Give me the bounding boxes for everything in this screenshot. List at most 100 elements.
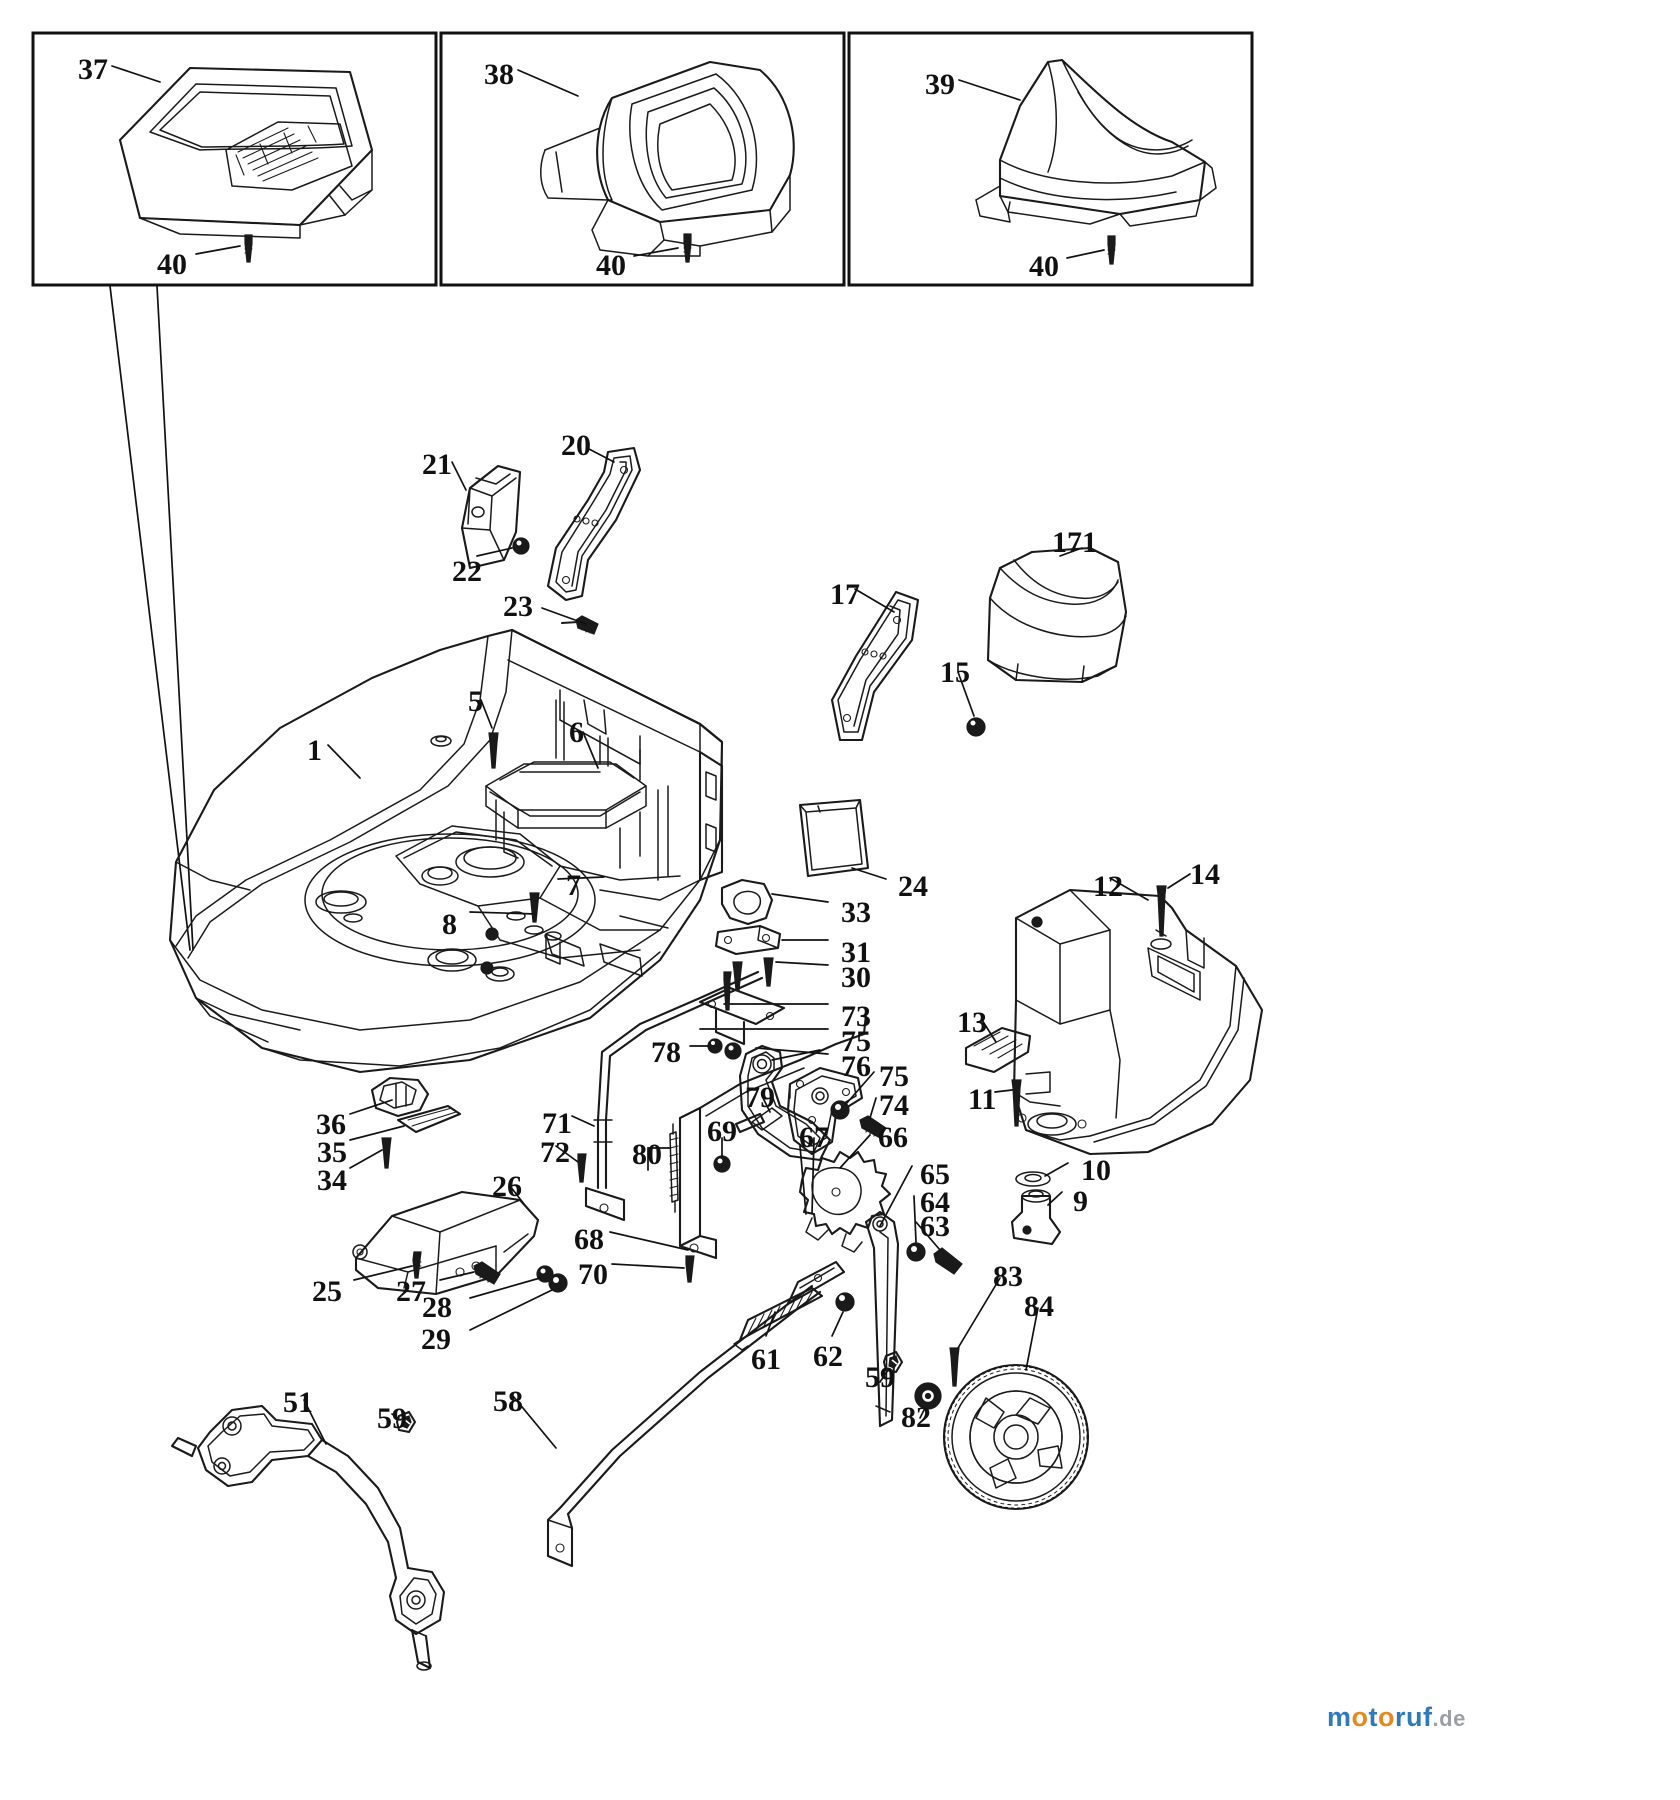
- callout-78: 78: [651, 1036, 681, 1069]
- leader-65: [879, 1165, 913, 1227]
- part-1-mower-deck: [168, 628, 724, 1074]
- leader-7: [557, 876, 605, 880]
- callout-37: 37: [78, 53, 108, 86]
- leader-29: [469, 1289, 553, 1331]
- leader-74: [869, 1097, 877, 1119]
- callout-1: 1: [307, 734, 322, 767]
- callout-7: 7: [566, 869, 581, 902]
- callout-27: 27: [396, 1275, 426, 1308]
- callout-59: 59: [377, 1402, 407, 1435]
- part-28-nut: [536, 1265, 554, 1283]
- callout-61: 61: [751, 1343, 781, 1376]
- callout-63: 63: [920, 1210, 950, 1243]
- callout-66: 66: [878, 1121, 908, 1154]
- leader-17: [854, 588, 895, 613]
- callout-11: 11: [968, 1083, 997, 1116]
- leader-64: [913, 1195, 917, 1243]
- part-12-wheel-housing: [1012, 888, 1264, 1156]
- callout-8: 8: [442, 908, 457, 941]
- leader-35: [349, 1125, 405, 1141]
- part-75-washer-b: [830, 1100, 850, 1120]
- part-80-spring: [669, 1123, 679, 1213]
- part-39-engine-cover: [975, 58, 1217, 227]
- callout-171: 171: [1052, 526, 1097, 559]
- leader-24: [851, 867, 887, 880]
- callout-13: 13: [957, 1006, 987, 1039]
- callout-69: 69: [707, 1115, 737, 1148]
- callout-79: 79: [745, 1081, 775, 1114]
- part-22-pin: [512, 537, 530, 555]
- callout-15: 15: [940, 656, 970, 689]
- callout-74: 74: [879, 1089, 909, 1122]
- part-8-blade-bolts: [480, 927, 515, 982]
- part-36-clamp: [370, 1076, 430, 1118]
- part-71-rod: [584, 970, 764, 1222]
- callout-40: 40: [157, 248, 187, 281]
- callout-75: 75: [841, 1025, 871, 1058]
- leader-8: [469, 911, 537, 915]
- leader-21: [451, 461, 467, 491]
- leader-71: [571, 1115, 595, 1127]
- leader-22: [476, 547, 513, 557]
- leader-27: [439, 1271, 475, 1281]
- part-171-cover: [986, 546, 1128, 684]
- part-24-cover-plate: [798, 798, 870, 878]
- callout-68: 68: [574, 1223, 604, 1256]
- part-7-bolt: [524, 892, 544, 935]
- leader-84: [1025, 1307, 1039, 1371]
- leader-15: [957, 671, 975, 717]
- callout-84: 84: [1024, 1290, 1054, 1323]
- callout-82: 82: [901, 1401, 931, 1434]
- part-27-bolt: [473, 1261, 501, 1285]
- part-37-engine-cover: [118, 66, 374, 239]
- part-74-bolt: [859, 1115, 887, 1139]
- part-69-pin: [713, 1112, 766, 1173]
- part-5-bolt: [488, 732, 499, 769]
- callout-76: 76: [841, 1050, 871, 1083]
- leader-75b: [845, 1071, 875, 1105]
- part-59-circlip-b: [395, 1410, 417, 1434]
- part-64-washer: [906, 1242, 926, 1262]
- callout-38: 38: [484, 58, 514, 91]
- callout-6: 6: [569, 716, 584, 749]
- callout-35: 35: [317, 1136, 347, 1169]
- leader-36: [349, 1099, 393, 1115]
- leader-72: [555, 1145, 579, 1163]
- part-63-screw: [933, 1247, 963, 1275]
- part-23-bolt: [560, 615, 599, 635]
- leader-63: [915, 1221, 941, 1251]
- part-59-circlip-a: [882, 1350, 904, 1374]
- top-leaders: [111, 65, 1105, 259]
- leader-12: [1109, 877, 1149, 901]
- part-33-clamp: [720, 878, 774, 926]
- leader-62: [831, 1311, 844, 1337]
- callout-23: 23: [503, 590, 533, 623]
- callout-83: 83: [993, 1260, 1023, 1293]
- leader-5: [480, 699, 493, 729]
- callout-40: 40: [596, 249, 626, 282]
- callout-21: 21: [422, 448, 452, 481]
- leader-79: [761, 1095, 771, 1113]
- callout-67: 67: [799, 1121, 829, 1154]
- leader-26: [509, 1185, 525, 1205]
- callout-20: 20: [561, 429, 591, 462]
- callout-5: 5: [468, 685, 483, 718]
- part-17-lever-arm: [830, 590, 920, 742]
- part-70-screw: [685, 1255, 695, 1283]
- part-51-linkage: [170, 1404, 446, 1671]
- callout-29: 29: [421, 1323, 451, 1356]
- callout-71: 71: [542, 1107, 572, 1140]
- part-78-washers: [707, 1038, 742, 1060]
- callout-12: 12: [1093, 870, 1123, 903]
- leader-23: [541, 607, 587, 625]
- leader-171: [1059, 547, 1083, 557]
- callout-73: 73: [841, 1000, 871, 1033]
- callout-36: 36: [316, 1108, 346, 1141]
- callout-59: 59: [865, 1361, 895, 1394]
- callout-70: 70: [578, 1258, 608, 1291]
- part-25-screw: [412, 1251, 422, 1279]
- part-66-gear: [798, 1150, 892, 1253]
- leader-28: [469, 1277, 541, 1299]
- part-84-gear-wheel: [942, 1363, 1090, 1511]
